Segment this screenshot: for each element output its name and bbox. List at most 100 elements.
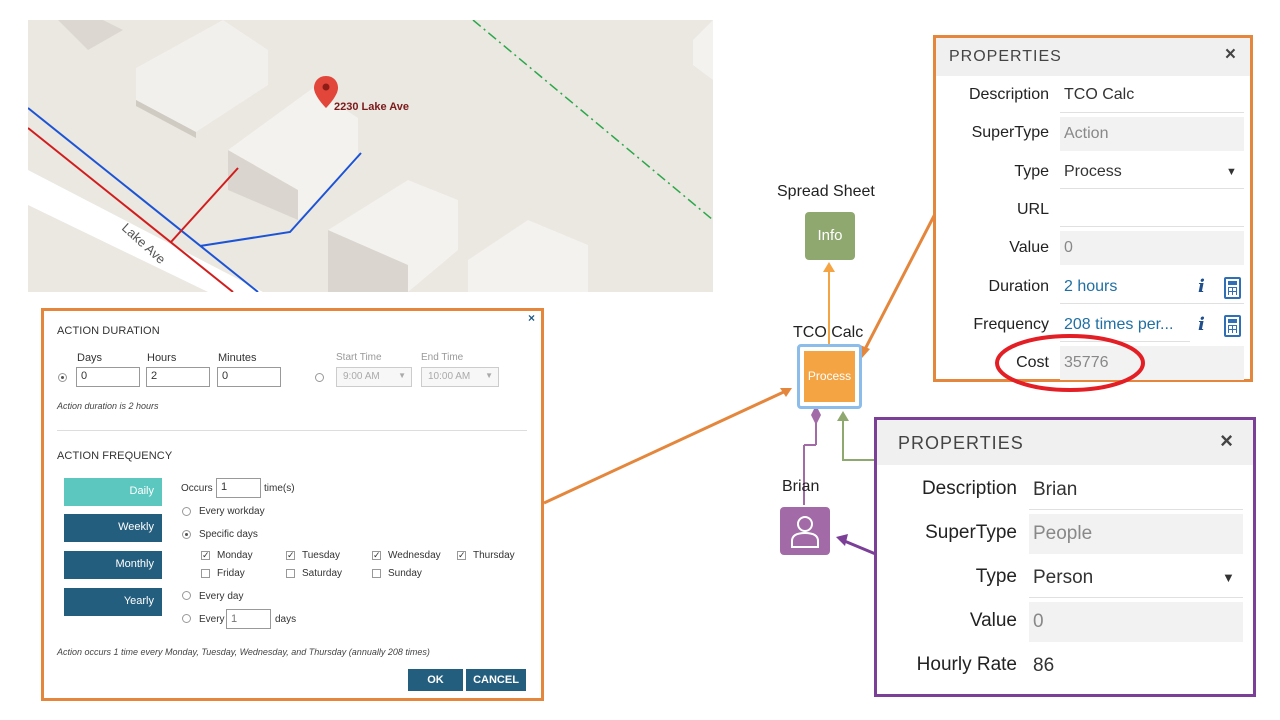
chevron-down-icon[interactable]: ▼ [1222, 570, 1235, 585]
chevron-down-icon[interactable]: ▼ [1226, 166, 1237, 178]
duration-info-icon[interactable]: i [1198, 276, 1205, 297]
every-workday-radio[interactable] [182, 507, 191, 516]
days-suffix-label: days [275, 614, 297, 625]
spreadsheet-node-label: Spread Sheet [777, 183, 875, 200]
duration-mode-radio[interactable] [58, 373, 67, 382]
yearly-button[interactable]: Yearly [64, 588, 162, 616]
minutes-input[interactable]: 0 [217, 367, 281, 387]
supertype-key: SuperType [971, 124, 1049, 141]
duration-calculator-icon[interactable] [1224, 277, 1241, 299]
panel-header: PROPERTIES × [936, 38, 1250, 76]
value-field: 0 [1060, 231, 1244, 265]
description-key: Description [921, 478, 1017, 499]
supertype-field: People [1029, 514, 1243, 554]
wednesday-checkbox[interactable]: ✓ [372, 550, 381, 560]
monday-label: Monday [217, 550, 253, 561]
start-time-select[interactable]: 9:00 AM ▼ [336, 367, 412, 387]
start-time-value: 9:00 AM [343, 371, 380, 382]
brian-node-label: Brian [782, 478, 820, 495]
daily-button[interactable]: Daily [64, 478, 162, 506]
thursday-label: Thursday [473, 550, 515, 561]
cost-field: 35776 [1060, 346, 1244, 380]
map-graphics [28, 20, 713, 292]
specific-days-radio[interactable] [182, 530, 191, 539]
cancel-button[interactable]: CANCEL [466, 669, 526, 691]
start-time-label: Start Time [336, 352, 382, 363]
info-node[interactable]: Info [805, 212, 855, 260]
end-time-select[interactable]: 10:00 AM ▼ [421, 367, 499, 387]
thursday-checkbox[interactable]: ✓ [457, 550, 466, 560]
every-label: Every [199, 614, 225, 625]
value-key: Value [969, 610, 1017, 631]
minutes-label: Minutes [218, 352, 257, 364]
type-key: Type [975, 566, 1017, 587]
end-time-value: 10:00 AM [428, 371, 471, 382]
occurs-label: Occurs [181, 483, 213, 494]
every-workday-label: Every workday [199, 506, 265, 517]
hourly-rate-key: Hourly Rate [916, 654, 1017, 675]
description-key: Description [968, 86, 1049, 103]
panel-title: PROPERTIES [949, 48, 1062, 65]
occurs-input[interactable]: 1 [216, 478, 261, 498]
brian-properties-panel: PROPERTIES × Description Brian SuperType… [874, 417, 1256, 697]
dialog-close-icon[interactable]: × [527, 311, 535, 325]
ok-button[interactable]: OK [408, 669, 463, 691]
tco-properties-panel: PROPERTIES × Description TCO Calc SuperT… [933, 35, 1253, 382]
frequency-section-title: ACTION FREQUENCY [57, 450, 173, 462]
hours-input[interactable]: 2 [146, 367, 210, 387]
chevron-down-icon: ▼ [485, 371, 493, 380]
monthly-button[interactable]: Monthly [64, 551, 162, 579]
duration-field[interactable]: 2 hours [1060, 270, 1244, 304]
cost-key: Cost [1016, 354, 1049, 371]
section-divider [57, 430, 527, 431]
every-day-radio[interactable] [182, 591, 191, 600]
hourly-rate-field[interactable]: 86 [1033, 655, 1055, 676]
address-marker-label: 2230 Lake Ave [334, 101, 410, 113]
friday-checkbox[interactable] [201, 569, 210, 578]
every-n-days-input[interactable] [226, 609, 271, 629]
duration-note: Action duration is 2 hours [57, 401, 159, 411]
times-label: time(s) [264, 483, 295, 494]
every-n-days-radio[interactable] [182, 614, 191, 623]
panel-header: PROPERTIES × [877, 420, 1253, 465]
cost-highlight-ellipse [995, 334, 1145, 392]
frequency-note: Action occurs 1 time every Monday, Tuesd… [57, 647, 430, 657]
type-select[interactable]: Person [1029, 558, 1243, 598]
friday-label: Friday [217, 568, 245, 579]
frequency-calculator-icon[interactable] [1224, 315, 1241, 337]
url-field[interactable] [1060, 193, 1244, 227]
weekly-button[interactable]: Weekly [64, 514, 162, 542]
value-field: 0 [1029, 602, 1243, 642]
type-select[interactable]: Process [1060, 155, 1244, 189]
every-day-label: Every day [199, 591, 244, 602]
wednesday-label: Wednesday [388, 550, 441, 561]
days-label: Days [77, 352, 103, 364]
tuesday-checkbox[interactable]: ✓ [286, 550, 295, 560]
frequency-info-icon[interactable]: i [1198, 314, 1205, 335]
monday-checkbox[interactable]: ✓ [201, 550, 210, 560]
duration-section-title: ACTION DURATION [57, 325, 160, 337]
close-icon[interactable]: × [1224, 44, 1236, 65]
frequency-key: Frequency [973, 316, 1049, 333]
tco-node-label: TCO Calc [793, 324, 864, 341]
close-icon[interactable]: × [1220, 428, 1233, 453]
process-node[interactable]: Process [804, 351, 855, 402]
time-range-radio[interactable] [315, 373, 324, 382]
duration-key: Duration [988, 278, 1049, 295]
supertype-key: SuperType [925, 522, 1017, 543]
supertype-field: Action [1060, 117, 1244, 151]
days-input[interactable]: 0 [76, 367, 140, 387]
url-key: URL [1016, 201, 1049, 218]
hours-label: Hours [147, 352, 177, 364]
person-node[interactable] [780, 507, 830, 555]
saturday-checkbox[interactable] [286, 569, 295, 578]
chevron-down-icon: ▼ [398, 371, 406, 380]
description-field[interactable]: Brian [1029, 470, 1243, 510]
frequency-field[interactable]: 208 times per... [1060, 308, 1190, 342]
tuesday-label: Tuesday [302, 550, 340, 561]
description-field[interactable]: TCO Calc [1060, 79, 1244, 113]
type-value: Person [1033, 567, 1094, 588]
map-view[interactable]: 2230 Lake Ave Lake Ave [28, 20, 713, 292]
sunday-checkbox[interactable] [372, 569, 381, 578]
